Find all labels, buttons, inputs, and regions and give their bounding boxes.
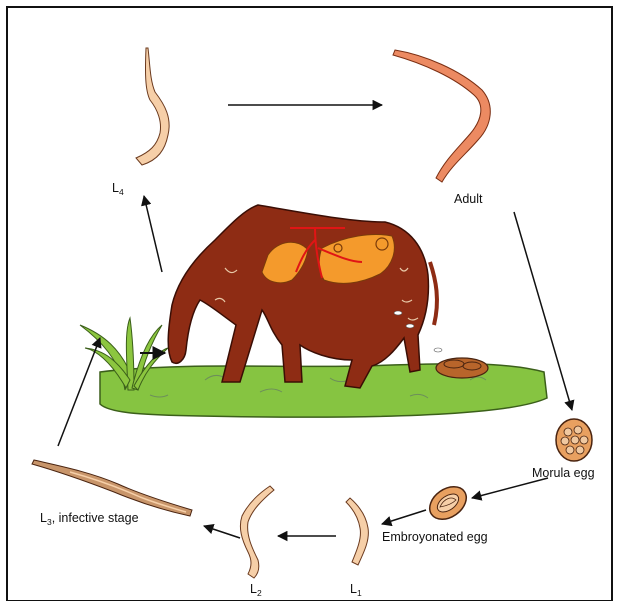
arrow-l2-to-l3 xyxy=(204,526,240,538)
morula-egg-icon xyxy=(556,419,592,461)
l3-larva-icon xyxy=(32,460,192,516)
arrow-l3-to-grass xyxy=(58,338,100,446)
adult-worm-icon xyxy=(393,50,490,182)
l4-label: L4 xyxy=(112,181,124,197)
arrow-horse-to-l4 xyxy=(144,196,162,272)
embryonated-label: Embroyonated egg xyxy=(382,530,488,544)
arrow-embryonated-to-l1 xyxy=(382,510,426,524)
embryonated-egg-icon xyxy=(424,480,473,526)
l1-label: L1 xyxy=(350,582,362,598)
l1-larva-icon xyxy=(346,498,368,565)
l2-larva-icon xyxy=(240,486,274,578)
adult-label: Adult xyxy=(454,192,483,206)
l2-label: L2 xyxy=(250,582,262,598)
arrow-morula-to-embryonated xyxy=(472,478,548,498)
horse xyxy=(168,205,442,388)
l3-label: L3, infective stage xyxy=(40,511,139,527)
morula-label: Morula egg xyxy=(532,466,595,480)
l4-larva-icon xyxy=(136,48,169,165)
dung-pile xyxy=(436,358,488,378)
